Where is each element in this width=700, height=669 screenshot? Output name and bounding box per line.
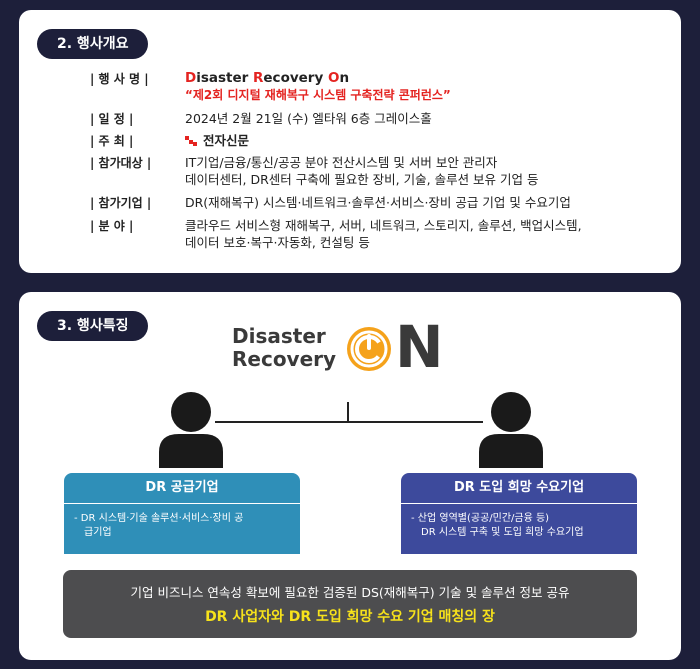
section-title-features: 3. 행사특징 [37,311,149,341]
supplier-title: DR 공급기업 [64,473,300,503]
label-target: | 참가대상 | [90,156,152,170]
logo-wordmark: Disaster Recovery [232,324,337,371]
buyer-title: DR 도입 희망 수요기업 [401,473,637,503]
connector-vertical [347,402,349,422]
power-icon [347,327,391,371]
etnews-mark-icon [185,135,197,146]
value-host: 전자신문 [185,132,665,149]
label-date: | 일 정 | [90,112,134,126]
supplier-description: - DR 시스템·기술 솔루션·서비스·장비 공 급기업 [64,504,300,554]
features-card: 3. 행사특징 Disaster Recovery N DR 공급 [19,292,681,660]
section-title-overview: 2. 행사개요 [37,29,149,59]
supplier-person-icon [155,390,227,472]
overview-card: 2. 행사개요 | 행 사 명 | Disaster Recovery On “… [19,10,681,273]
label-participants: | 참가기업 | [90,196,152,210]
event-brand-name: Disaster Recovery On [185,70,350,86]
summary-box: 기업 비즈니스 연속성 확보에 필요한 검증된 DS(재해복구) 기술 및 솔루… [63,570,637,638]
buyer-description: - 산업 영역별(공공/민간/금융 등) DR 시스템 구축 및 도입 희망 수… [401,504,637,554]
logo-big-n: N [395,313,444,381]
label-event-name: | 행 사 명 | [90,72,149,86]
summary-line-2: DR 사업자와 DR 도입 희망 수요 기업 매칭의 장 [205,609,495,625]
event-subtitle: “제2회 디지털 재해복구 시스템 구축전략 콘퍼런스” [185,88,451,102]
value-event-name: Disaster Recovery On “제2회 디지털 재해복구 시스템 구… [185,70,665,104]
connector-horizontal [215,421,483,423]
buyer-person-icon [475,390,547,472]
value-participants: DR(재해복구) 시스템·네트워크·솔루션·서비스·장비 공급 기업 및 수요기… [185,195,571,210]
etnews-logo: 전자신문 [185,132,665,149]
label-field: | 분 야 | [90,219,134,233]
summary-line-1: 기업 비즈니스 연속성 확보에 필요한 검증된 DS(재해복구) 기술 및 솔루… [130,585,570,600]
value-field: 클라우드 서비스형 재해복구, 서버, 네트워크, 스토리지, 솔루션, 백업시… [185,218,582,250]
value-target: IT기업/금융/통신/공공 분야 전산시스템 및 서버 보안 관리자 데이터센터… [185,155,539,187]
value-date: 2024년 2월 21일 (수) 엘타워 6층 그레이스홀 [185,111,432,126]
label-host: | 주 최 | [90,134,134,148]
